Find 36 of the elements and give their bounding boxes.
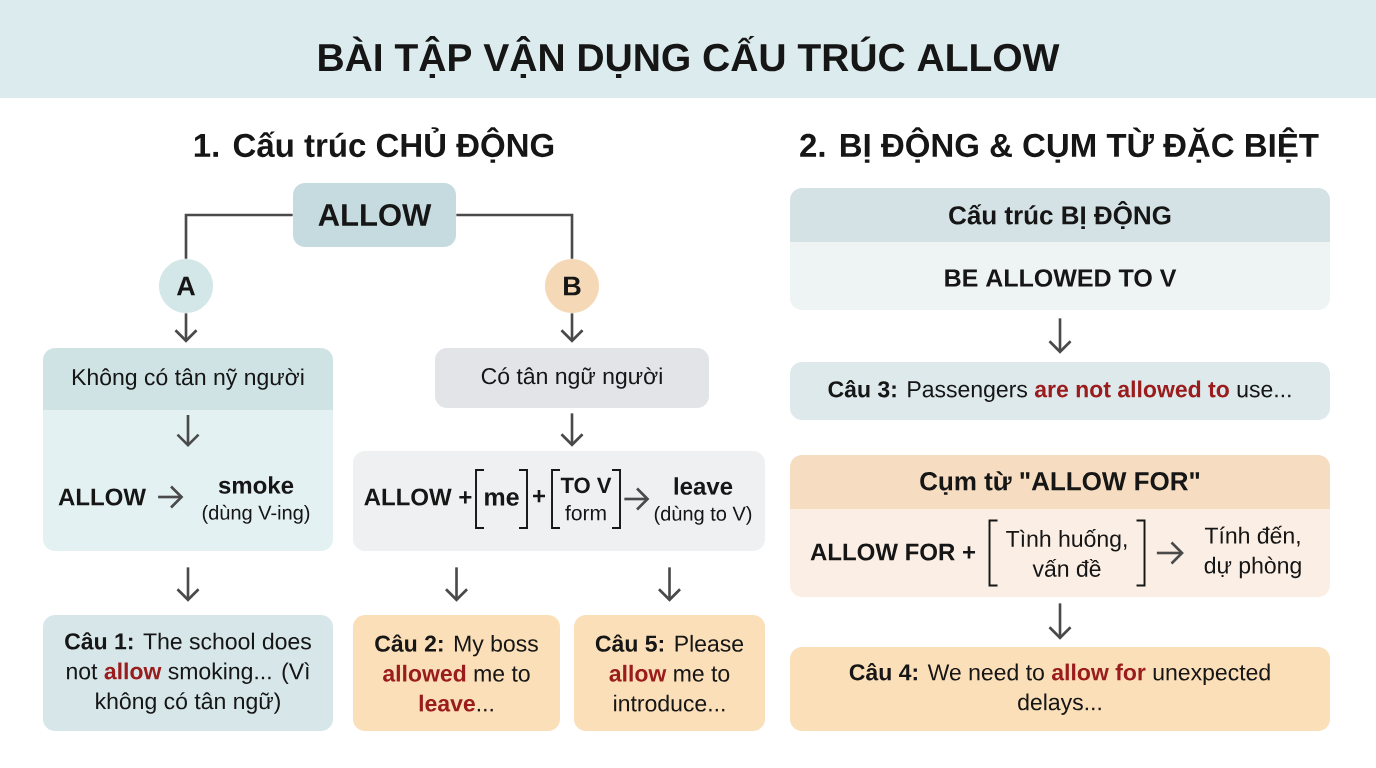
example-box: Câu 3: Passengers are not allowed to use... <box>790 362 1330 420</box>
section-heading: 2. BỊ ĐỘNG & CỤM TỪ ĐẶC BIỆT <box>800 127 1319 163</box>
arrow <box>1048 603 1072 640</box>
bracketed-term: TO V form <box>551 469 621 529</box>
arrow <box>624 487 650 511</box>
section-heading: 1. Cấu trúc CHỦ ĐỘNG <box>194 127 554 163</box>
arrow <box>560 413 584 447</box>
node-label: Cụm từ "ALLOW FOR" <box>920 471 1200 495</box>
example-box: Câu 5: Please allow me to introduce... <box>574 615 765 731</box>
arrow <box>560 313 584 343</box>
title-banner: BÀI TẬP VẬN DỤNG CẤU TRÚC ALLOW <box>0 0 1376 98</box>
arrow <box>174 313 198 343</box>
result-text: Tính đến, dự phòng <box>1204 525 1301 579</box>
arrow <box>1156 541 1184 565</box>
condition-box: Có tân ngữ người <box>435 348 709 408</box>
connector-line <box>456 213 574 259</box>
example-box: Câu 2: My boss allowed me to leave... <box>353 615 560 731</box>
result-text: smoke (dùng V-ing) <box>202 476 310 524</box>
example-box: Câu 4: We need to allow for unexpected delays... <box>790 647 1330 731</box>
bracketed-term: Tình huống, vấn đề <box>988 519 1146 587</box>
bracketed-term: me <box>475 469 528 529</box>
arrow <box>158 485 184 509</box>
node-label: Cấu trúc BỊ ĐỘNG <box>949 201 1171 229</box>
structure-card: Cấu trúc BỊ ĐỘNG BE ALLOWED TO V <box>790 188 1330 310</box>
arrow <box>176 567 200 602</box>
node-label: BE ALLOWED TO V <box>945 269 1177 287</box>
node-label: Không có tân nỹ người <box>72 368 304 390</box>
connector-line <box>184 213 293 259</box>
keyword-box: ALLOW <box>293 183 456 247</box>
example-box: Câu 1: The school does not allow smoking... (Vì không có tân ngữ) <box>43 615 333 731</box>
node-label: ALLOW FOR + <box>810 543 976 561</box>
arrow <box>658 567 681 602</box>
result-text: leave (dùng to V) <box>654 477 752 525</box>
arrow <box>1048 318 1072 354</box>
keyword-text: ALLOW <box>58 488 146 506</box>
arrow <box>445 567 468 602</box>
